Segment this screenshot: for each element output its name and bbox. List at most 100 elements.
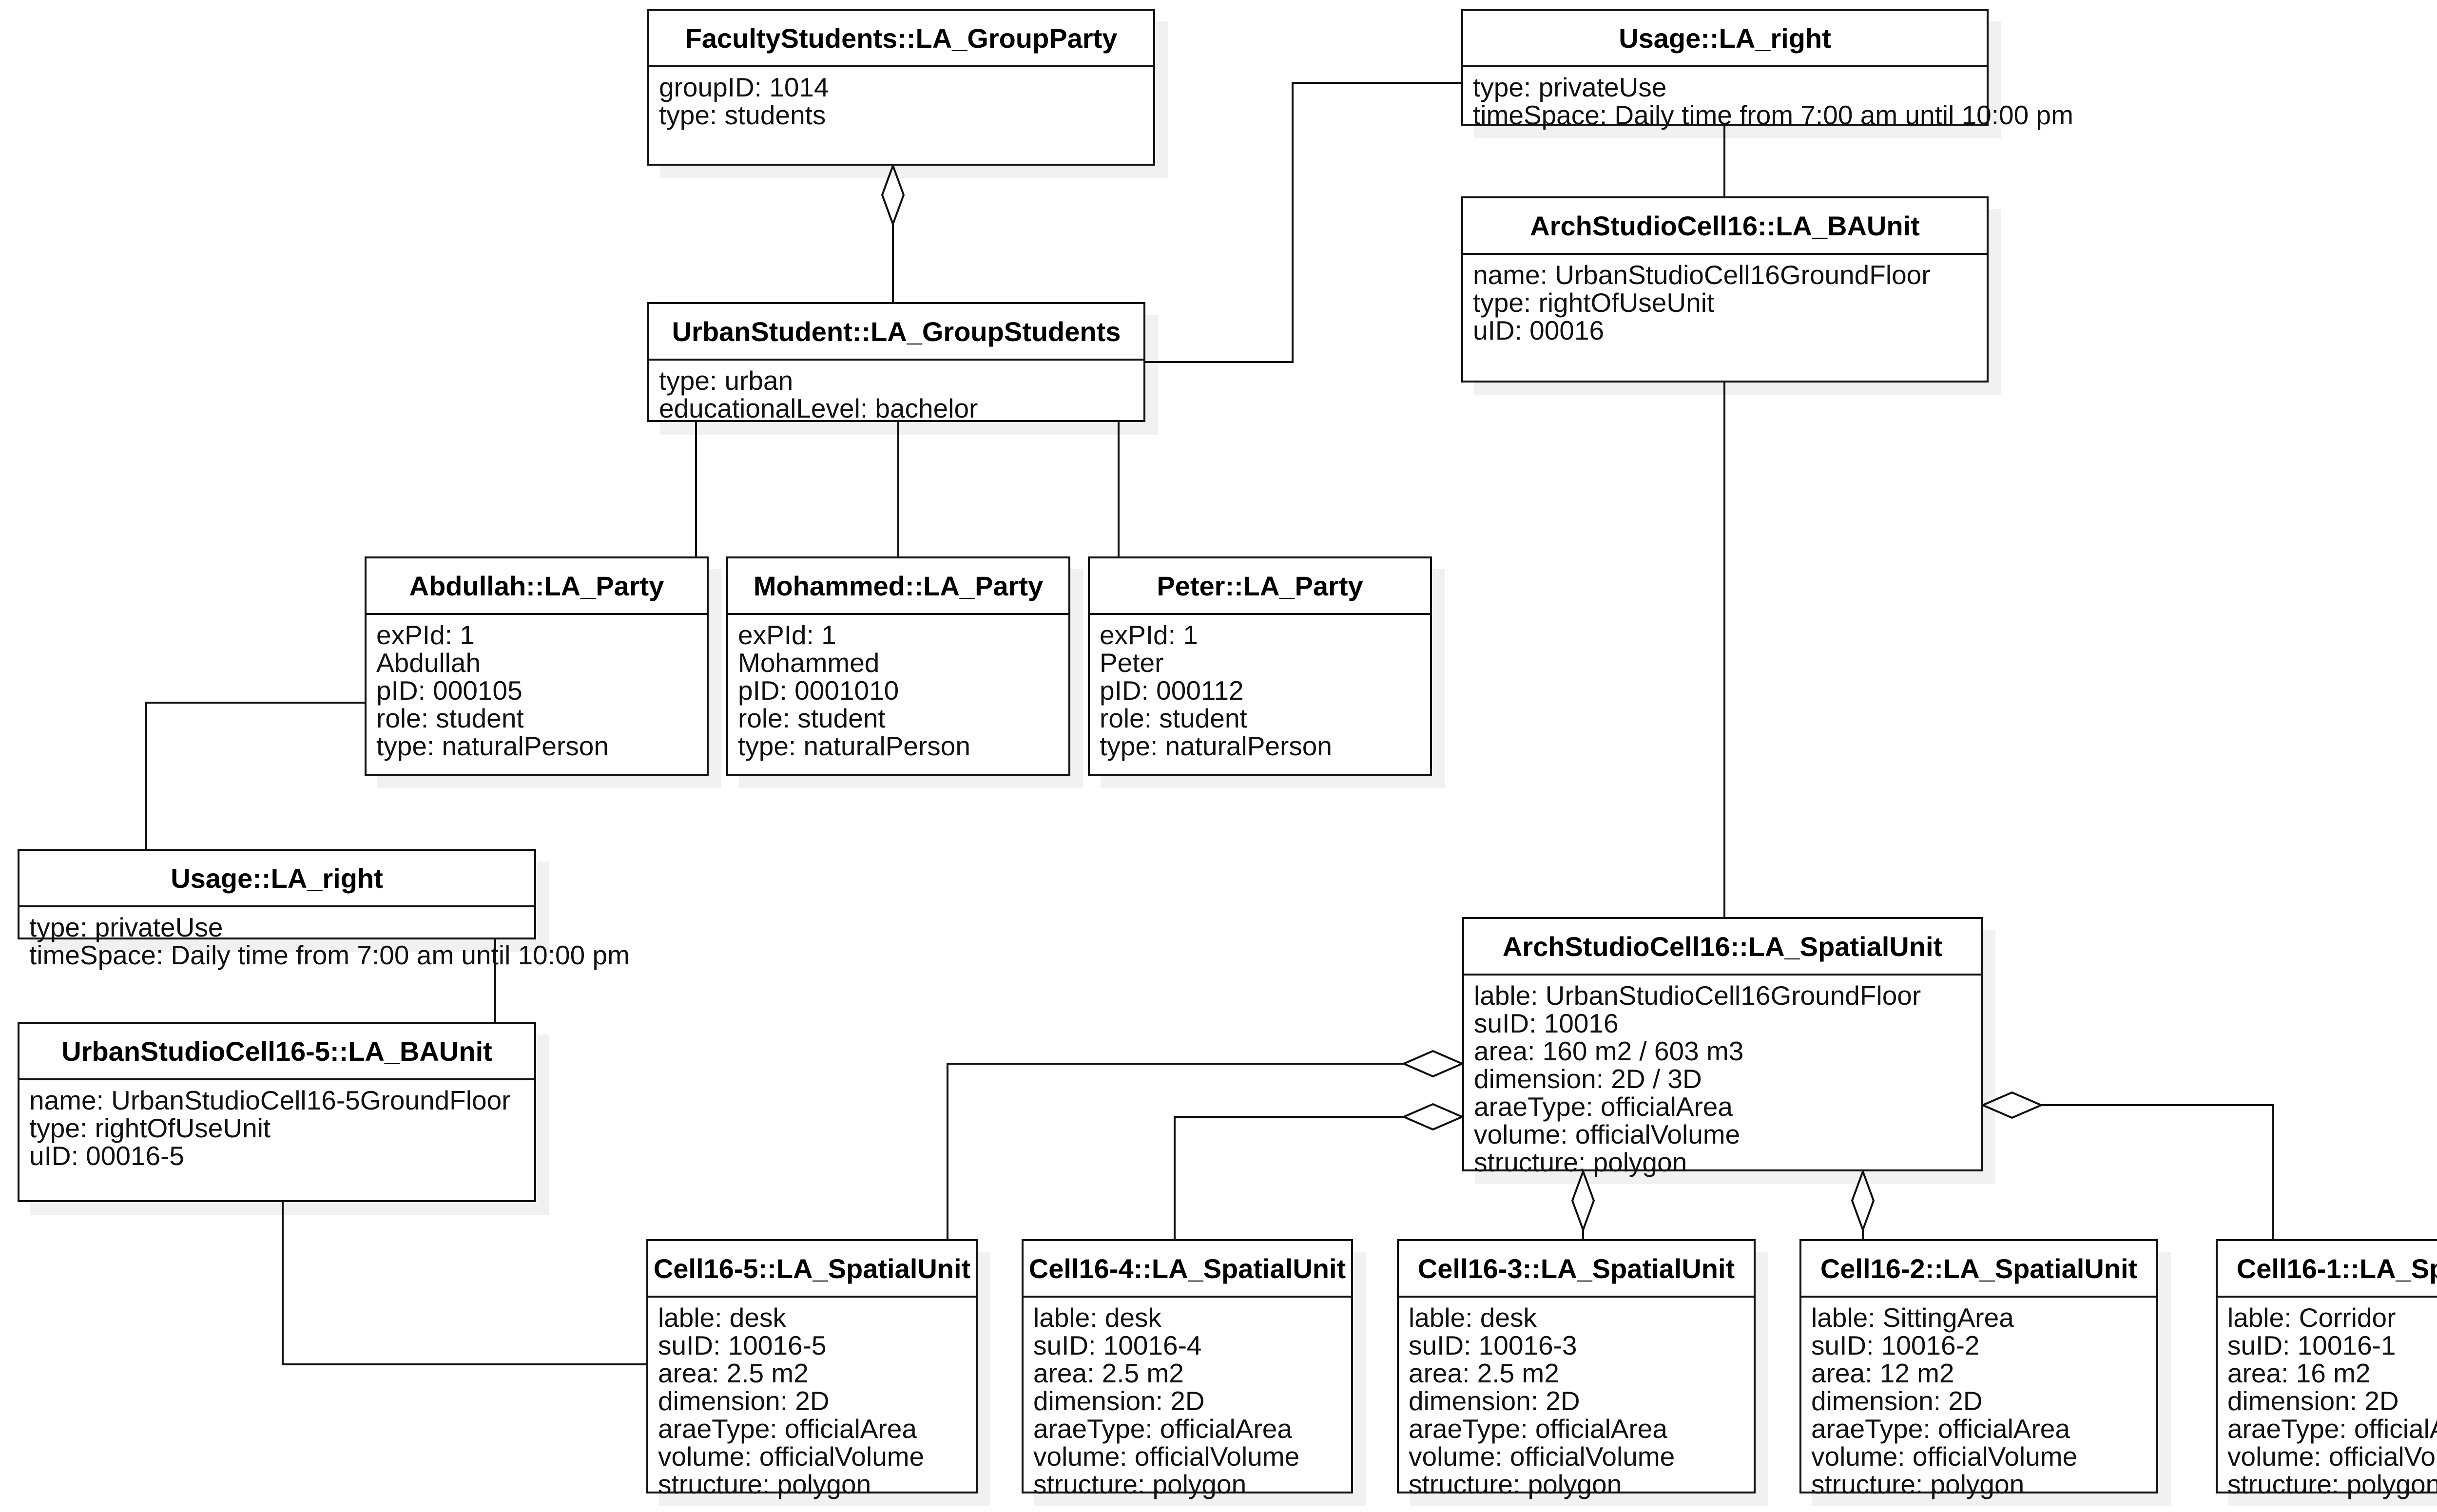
node-attribute: volume: officialVolume (1474, 1119, 1741, 1149)
node-title: Usage::LA_right (1463, 11, 1987, 67)
node-attribute: type: naturalPerson (1100, 731, 1332, 761)
node-attribute: type: privateUse (29, 912, 223, 942)
aggregation-diamond-icon (1401, 1103, 1465, 1131)
node-title: ArchStudioCell16::LA_SpatialUnit (1464, 919, 1981, 976)
connector-line (145, 702, 365, 849)
node-attribute: dimension: 2D (1033, 1386, 1205, 1416)
connector-baunit5-to-cell16-5 (282, 1202, 646, 1365)
node-attribute: area: 16 m2 (2227, 1358, 2371, 1388)
node-attribute: lable: desk (1409, 1302, 1537, 1333)
node-attribute: suID: 10016-4 (1033, 1330, 1202, 1360)
connector-line (1983, 1104, 2274, 1239)
node-attribute: volume: officialVolume (658, 1441, 925, 1472)
connector-urbanstudent-to-usage-top (1145, 82, 1461, 363)
node-attribute: exPId: 1 (376, 620, 475, 650)
node-attribute: name: UrbanStudioCell16GroundFloor (1473, 260, 1931, 290)
node-attribute: name: UrbanStudioCell16-5GroundFloor (29, 1085, 511, 1115)
node-attribute: exPId: 1 (1100, 620, 1198, 650)
node-attribute: lable: desk (1033, 1302, 1161, 1333)
node-attribute: dimension: 2D (658, 1386, 830, 1416)
node-attribute: volume: officialVolume (1811, 1441, 2078, 1472)
node-attribute: exPId: 1 (738, 620, 836, 650)
node-attribute: area: 2.5 m2 (658, 1358, 809, 1388)
node-attribute: lable: SittingArea (1811, 1302, 2014, 1333)
node-attribute: structure: polygon (658, 1469, 871, 1499)
node-attribute: dimension: 2D (1409, 1386, 1580, 1416)
node-title: Cell16-5::LA_SpatialUnit (648, 1241, 976, 1298)
aggregation-diamond-icon (1571, 1168, 1595, 1233)
node-title: Cell16-2::LA_SpatialUnit (1801, 1241, 2156, 1298)
aggregation-diamond-icon (1851, 1168, 1875, 1233)
connector-spatialunit-to-cell16-2 (1851, 1168, 1875, 1239)
node-attribute: uID: 00016 (1473, 315, 1605, 345)
node-attribute: type: rightOfUseUnit (29, 1113, 271, 1143)
aggregation-diamond-icon (1980, 1091, 2044, 1119)
node-attribute: role: student (1100, 703, 1247, 733)
node-title: Mohammed::LA_Party (728, 558, 1068, 615)
node-title: FacultyStudents::LA_GroupParty (649, 11, 1153, 67)
node-attribute: suID: 10016-1 (2227, 1330, 2396, 1360)
node-attribute: volume: officialVolume (1409, 1441, 1675, 1472)
node-attribute: area: 2.5 m2 (1409, 1358, 1559, 1388)
node-attribute: araeType: officialArea (1811, 1414, 2070, 1444)
node-title: Abdullah::LA_Party (367, 558, 707, 615)
node-attribute: type: urban (659, 365, 793, 396)
aggregation-diamond-icon (881, 163, 905, 227)
node-attribute: structure: polygon (1033, 1469, 1247, 1499)
connector-line (282, 1202, 646, 1365)
connector-spatialunit-to-cell16-3 (1571, 1168, 1595, 1239)
node-title: Peter::LA_Party (1090, 558, 1430, 615)
node-attribute: lable: Corridor (2227, 1302, 2396, 1333)
node-title: Cell16-3::LA_SpatialUnit (1399, 1241, 1754, 1298)
node-attribute: pID: 000105 (376, 675, 522, 706)
node-attribute: role: student (376, 703, 524, 733)
node-attribute: pID: 0001010 (738, 675, 899, 706)
node-title: UrbanStudioCell16-5::LA_BAUnit (19, 1024, 534, 1080)
node-attribute: type: rightOfUseUnit (1473, 287, 1715, 318)
connector-facultystudents-to-urbanstudent (881, 163, 905, 302)
node-attribute: suID: 10016 (1474, 1008, 1619, 1038)
node-attribute: dimension: 2D / 3D (1474, 1064, 1702, 1094)
connector-line (1145, 82, 1461, 363)
node-title: UrbanStudent::LA_GroupStudents (649, 304, 1143, 361)
node-attribute: educationalLevel: bachelor (659, 393, 978, 423)
node-attribute: type: students (659, 100, 826, 130)
node-attribute: Abdullah (376, 648, 481, 678)
node-title: Cell16-1::LA_SpatialUnit (2218, 1241, 2437, 1298)
connector-spatialunit-to-cell16-4 (1174, 1103, 1465, 1239)
node-attribute: structure: polygon (1811, 1469, 2025, 1499)
node-attribute: timeSpace: Daily time from 7:00 am until… (29, 940, 630, 970)
node-attribute: lable: UrbanStudioCell16GroundFloor (1474, 980, 1921, 1011)
connector-line (947, 1063, 1462, 1239)
node-attribute: volume: officialVolume (2227, 1441, 2437, 1472)
node-attribute: dimension: 2D (2227, 1386, 2399, 1416)
